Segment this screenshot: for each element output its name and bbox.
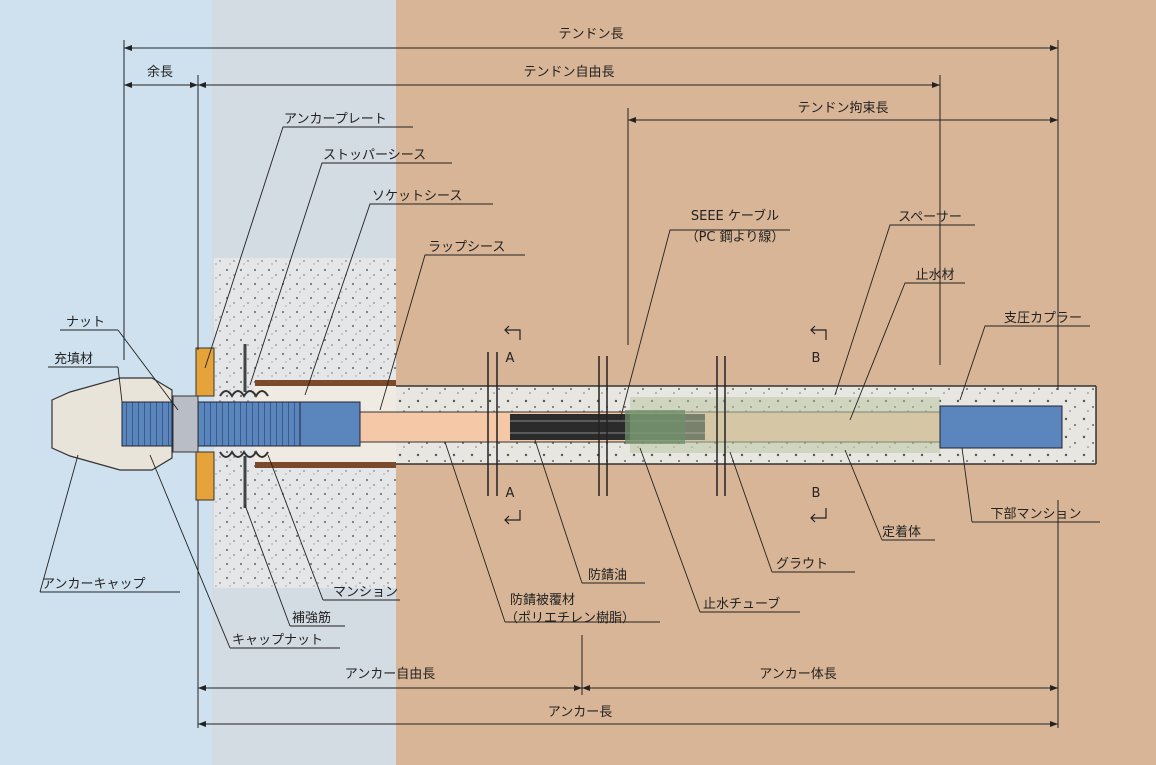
socket-sheath-band (255, 380, 396, 386)
label-seee-cable: SEEE ケーブル (691, 208, 779, 224)
label-filler: 充填材 (54, 351, 93, 367)
label-anchor-plate: アンカープレート (284, 112, 387, 127)
bearing-coupler (939, 405, 1063, 449)
nut-block (172, 395, 199, 453)
socket-sheath-band-b (255, 462, 396, 468)
dim-tendon-bond-length: テンドン拘束長 (797, 101, 888, 116)
anchor-cap-shape (51, 377, 173, 471)
anchor-head-block (299, 401, 361, 447)
label-nut: ナット (66, 315, 105, 330)
stopper-coil (219, 390, 269, 458)
label-anti-rust-oil: 防錆油 (588, 567, 627, 583)
section-b-top: B (812, 351, 821, 366)
label-anchor-body: 定着体 (882, 524, 921, 540)
label-spacer: スペーサー (898, 210, 962, 225)
label-grout: グラウト (776, 557, 828, 572)
label-mansion: マンション (333, 585, 398, 600)
label-stopper-sheath: ストッパーシース (323, 148, 426, 163)
label-pc-strand: （PC 鋼より線） (686, 229, 785, 245)
dim-lines (123, 40, 1059, 728)
label-anti-rust-coating: 防錆被覆材 (510, 592, 575, 608)
dim-anchor-length: アンカー長 (548, 705, 612, 720)
dim-tendon-length: テンドン長 (558, 27, 623, 42)
label-water-stop: 止水材 (915, 268, 954, 283)
dim-anchor-body-length: アンカー体長 (759, 667, 836, 682)
dim-anchor-free-length: アンカー自由長 (345, 667, 435, 682)
label-polyethylene: （ポリエチレン樹脂） (505, 611, 635, 626)
label-bearing-coupler: 支圧カプラー (1004, 311, 1082, 326)
section-a-bottom: A (506, 486, 515, 501)
anchor-cap-rod (121, 401, 173, 447)
label-reinforcement: 補強筋 (292, 610, 331, 626)
label-socket-sheath: ソケットシース (372, 189, 462, 204)
label-cap-nut: キャップナット (232, 633, 323, 648)
section-b-bottom: B (812, 486, 821, 501)
dim-arrows (124, 45, 1058, 727)
dim-extra-length: 余長 (147, 64, 173, 80)
section-arrows (504, 325, 827, 525)
leader-lines (39, 126, 1100, 649)
bg-soil (396, 0, 1156, 765)
water-stop-tube (625, 410, 685, 444)
label-lower-mansion: 下部マンション (990, 507, 1081, 522)
label-wrap-sheath: ラップシース (428, 240, 505, 255)
section-rings (487, 352, 726, 496)
label-water-stop-tube: 止水チューブ (703, 596, 780, 612)
section-a-top: A (506, 351, 515, 366)
dim-tendon-free-length: テンドン自由長 (523, 65, 614, 80)
anchor-plate-shape (195, 347, 215, 397)
label-anchor-cap: アンカーキャップ (42, 577, 145, 592)
anchor-plate-shape-b (195, 451, 215, 501)
